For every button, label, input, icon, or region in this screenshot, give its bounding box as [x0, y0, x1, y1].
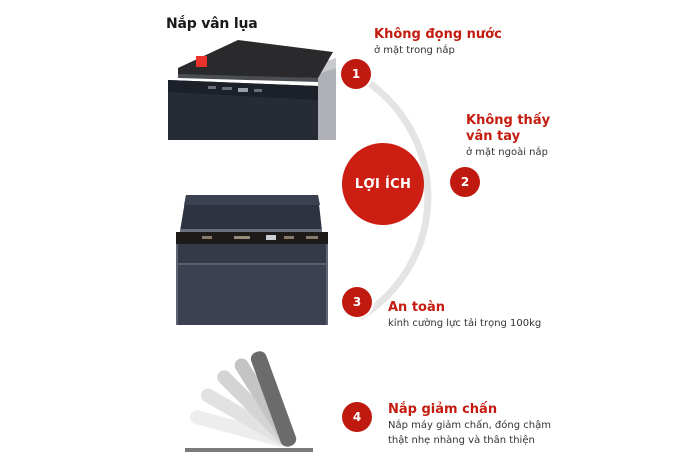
- benefit-1-subtitle: ở mặt trong nắp: [374, 45, 455, 56]
- benefit-3-title: An toàn: [388, 300, 446, 315]
- benefit-3: An toàn kính cường lực tải trọng 100kg: [388, 300, 541, 331]
- benefit-badge-3: 3: [342, 287, 372, 317]
- center-label: LỢI ÍCH: [354, 176, 412, 192]
- benefit-3-subtitle: kính cường lực tải trọng 100kg: [388, 318, 542, 329]
- lid-title: Nắp vân lụa: [166, 16, 258, 32]
- benefit-4-title: Nắp giảm chấn: [388, 402, 498, 417]
- soft-close-lid-image: [185, 351, 313, 452]
- benefit-2-title-line2: vân tay: [466, 129, 521, 144]
- washing-machine-lid-image: [168, 40, 336, 140]
- benefit-4: Nắp giảm chấn Nắp máy giảm chấn, đóng ch…: [388, 402, 551, 448]
- washing-machine-front-image: [176, 195, 328, 325]
- benefits-center-circle: LỢI ÍCH: [342, 143, 424, 225]
- benefit-1-title: Không đọng nước: [374, 27, 502, 42]
- benefit-4-subtitle-line2: thật nhẹ nhàng và thân thiện: [388, 435, 535, 446]
- texture-marker-icon: [196, 56, 207, 67]
- benefit-badge-1: 1: [341, 59, 371, 89]
- benefits-arc: [358, 74, 432, 320]
- benefit-1: Không đọng nước ở mặt trong nắp: [374, 27, 502, 58]
- benefit-4-subtitle-line1: Nắp máy giảm chấn, đóng chậm: [388, 420, 551, 431]
- benefit-2-title-line1: Không thấy: [466, 113, 551, 128]
- benefit-2: Không thấy vân tay ở mặt ngoài nắp: [466, 113, 550, 160]
- benefit-2-subtitle: ở mặt ngoài nắp: [466, 147, 548, 158]
- benefit-badge-2: 2: [450, 167, 480, 197]
- benefit-badge-4: 4: [342, 402, 372, 432]
